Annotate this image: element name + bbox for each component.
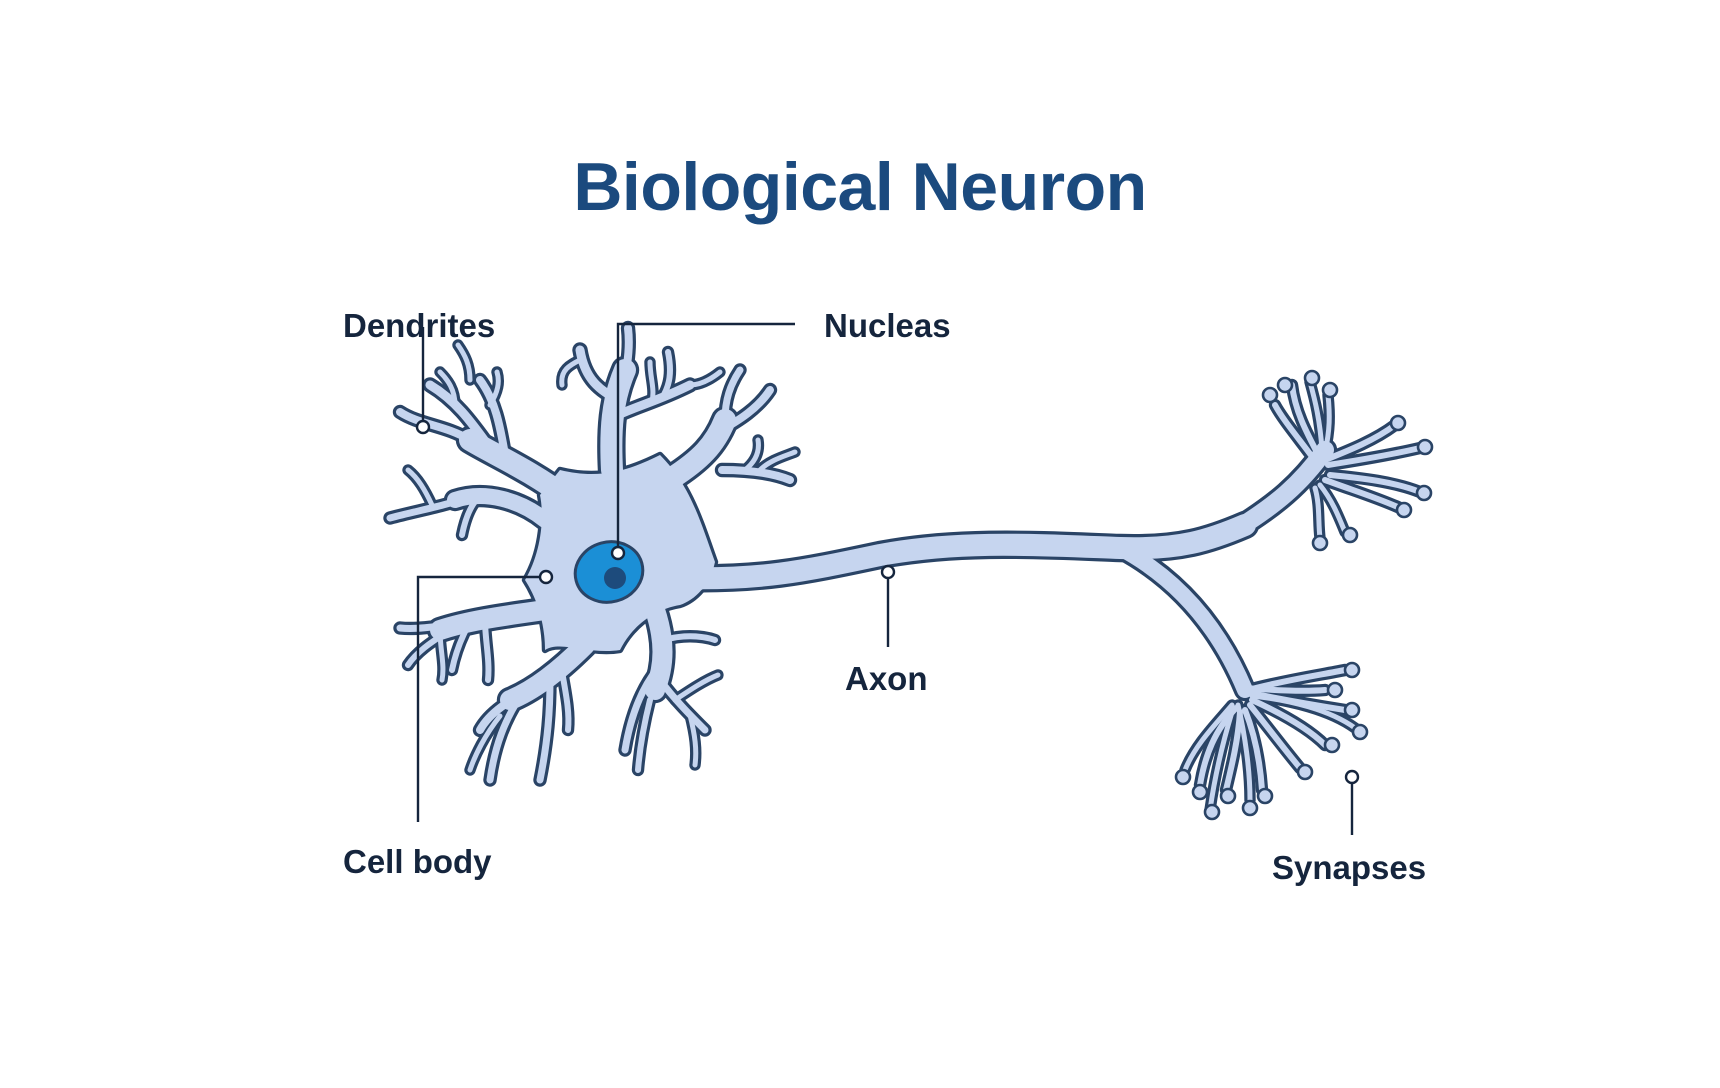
label-nucleas: Nucleas <box>824 307 951 344</box>
axon-terminal-branch-18 <box>1182 702 1235 773</box>
label-synapses: Synapses <box>1272 849 1427 886</box>
leader-lines <box>415 322 1360 835</box>
axon-main <box>669 514 1256 590</box>
dendrite-top-twig-d <box>687 369 723 388</box>
dendrite-top-branch-b <box>621 324 633 382</box>
axon-terminal-branch-1 <box>1289 382 1323 461</box>
synapse-terminal-bulb <box>1296 763 1314 781</box>
dendrite-ll-branch-a <box>396 621 464 632</box>
dendrite-upper-left <box>459 429 581 511</box>
axon-terminal-branch-2 <box>1272 402 1319 465</box>
dendrite-lm-branch-c <box>536 676 554 784</box>
cell-body-marker <box>538 569 554 585</box>
dendrite-top-twig-a <box>559 357 583 388</box>
dendrite-lr-branch-b <box>656 676 709 734</box>
dendrite-top-twig-c <box>647 359 656 405</box>
axon-terminal-branch-22 <box>1249 693 1358 731</box>
dendrite-top <box>600 359 636 481</box>
axon-terminal-branch-13 <box>1249 697 1328 748</box>
dendrite-ur-branch-b <box>721 366 744 424</box>
dendrite-ul-branch-b <box>396 408 474 444</box>
dendrite-lr-twig-a <box>672 672 721 703</box>
synapse-terminal-bulb <box>1343 701 1361 719</box>
dendrite-ll-branch-b <box>405 627 453 668</box>
axon-terminal-branch-4 <box>1322 392 1332 455</box>
axon-terminal-branch-19 <box>1235 702 1253 803</box>
axon-lower-terminal-edge <box>1108 536 1257 702</box>
synapse-terminal-bulb <box>1241 799 1259 817</box>
dendrites-marker <box>415 419 431 435</box>
synapse-terminal-bulb <box>1261 386 1279 404</box>
dendrite-ur-branch-a <box>714 386 774 436</box>
synapse-terminal-bulb <box>1219 787 1237 805</box>
dendrite-lr-branch-a <box>621 664 662 754</box>
synapse-terminal-bulb <box>1303 369 1321 387</box>
synapse-terminal-bulb <box>1326 681 1344 699</box>
dendrite-lm-branch-a <box>476 686 534 734</box>
label-cell-body: Cell body <box>343 843 492 880</box>
dendrite-lr-branch-c <box>635 697 653 773</box>
synapse-terminal-bulb <box>1174 768 1192 786</box>
synapse-terminal-bulb <box>1416 438 1434 456</box>
dendrite-ul-twig-b <box>455 342 473 383</box>
axon-terminal-branch-10 <box>1312 485 1323 541</box>
axon-terminal-branch-6 <box>1325 445 1423 468</box>
synapse-terminal-bulb <box>1415 484 1433 502</box>
dendrite-ul-branch-c <box>476 376 509 459</box>
label-dendrites: Dendrites <box>343 307 496 344</box>
axon-lower-terminal <box>1112 540 1253 698</box>
synapse-terminal-bulb <box>1323 736 1341 754</box>
dendrite-ll-twig-a <box>482 617 492 683</box>
axon-terminal-branch-15 <box>1242 707 1265 793</box>
dendrite-lu-branch-b <box>459 493 483 538</box>
axon-terminal-branch-9 <box>1317 482 1348 535</box>
cell-body-leader <box>416 575 546 822</box>
nucleas-marker <box>610 545 626 561</box>
axon-terminal-branch-3 <box>1307 379 1325 453</box>
synapse-terminal-bulb <box>1311 534 1329 552</box>
dendrite-ul-branch-a <box>425 380 495 453</box>
dendrite-ll-branch-c <box>449 619 473 673</box>
synapse-terminal-bulb <box>1351 723 1369 741</box>
synapse-terminal-bulb <box>1191 783 1209 801</box>
synapse-terminal-bulb <box>1343 661 1361 679</box>
axon-terminal-branch-5 <box>1322 422 1398 463</box>
synapse-terminal-bulb <box>1321 381 1339 399</box>
synapse-terminal-bulb <box>1256 787 1274 805</box>
axon-terminal-branch-14 <box>1247 702 1303 771</box>
dendrite-ul-twig-c <box>487 369 501 408</box>
dendrite-lm-twig-b <box>557 657 572 733</box>
synapse-terminals <box>1174 369 1434 821</box>
synapse-terminal-bulb <box>1389 414 1407 432</box>
dendrite-lr-twig-c <box>662 633 718 643</box>
label-axon: Axon <box>845 660 928 697</box>
diagram-title: Biological Neuron <box>573 149 1147 225</box>
synapse-terminal-bulb <box>1276 376 1294 394</box>
axon-terminal-branch-20 <box>1207 709 1235 813</box>
dendrite-lr-twig-b <box>687 712 699 768</box>
dendrite-lu-twig-a <box>405 467 435 508</box>
dendrite-lm-branch-b <box>486 693 524 784</box>
dendrite-ul-twig-a <box>437 369 458 408</box>
dendrite-top-branch-a <box>575 345 623 405</box>
nucleas-leader <box>616 322 795 553</box>
dendrite-lm-twig-a <box>467 713 503 773</box>
dendrite-ur-twig-b <box>742 437 761 473</box>
dendrite-ur-branch-c <box>718 466 794 484</box>
dendrite-top-twig-b <box>659 349 673 401</box>
synapse-terminal-bulb <box>1341 526 1359 544</box>
dendrite-ll-twig-b <box>437 627 446 683</box>
synapses-marker <box>1344 769 1360 785</box>
axon-terminal-branch-21 <box>1245 667 1348 693</box>
synapse-terminal-bulb <box>1395 501 1413 519</box>
axon-terminal-branch-8 <box>1322 477 1403 511</box>
soma-axon-joint <box>665 560 720 600</box>
dendrite-lu-branch-a <box>386 492 474 522</box>
axon-terminal-branch-7 <box>1327 472 1423 495</box>
axon-marker <box>880 564 896 580</box>
nucleolus <box>604 567 626 589</box>
synapse-terminal-bulb <box>1203 803 1221 821</box>
dendrite-ur-twig-a <box>757 449 798 473</box>
